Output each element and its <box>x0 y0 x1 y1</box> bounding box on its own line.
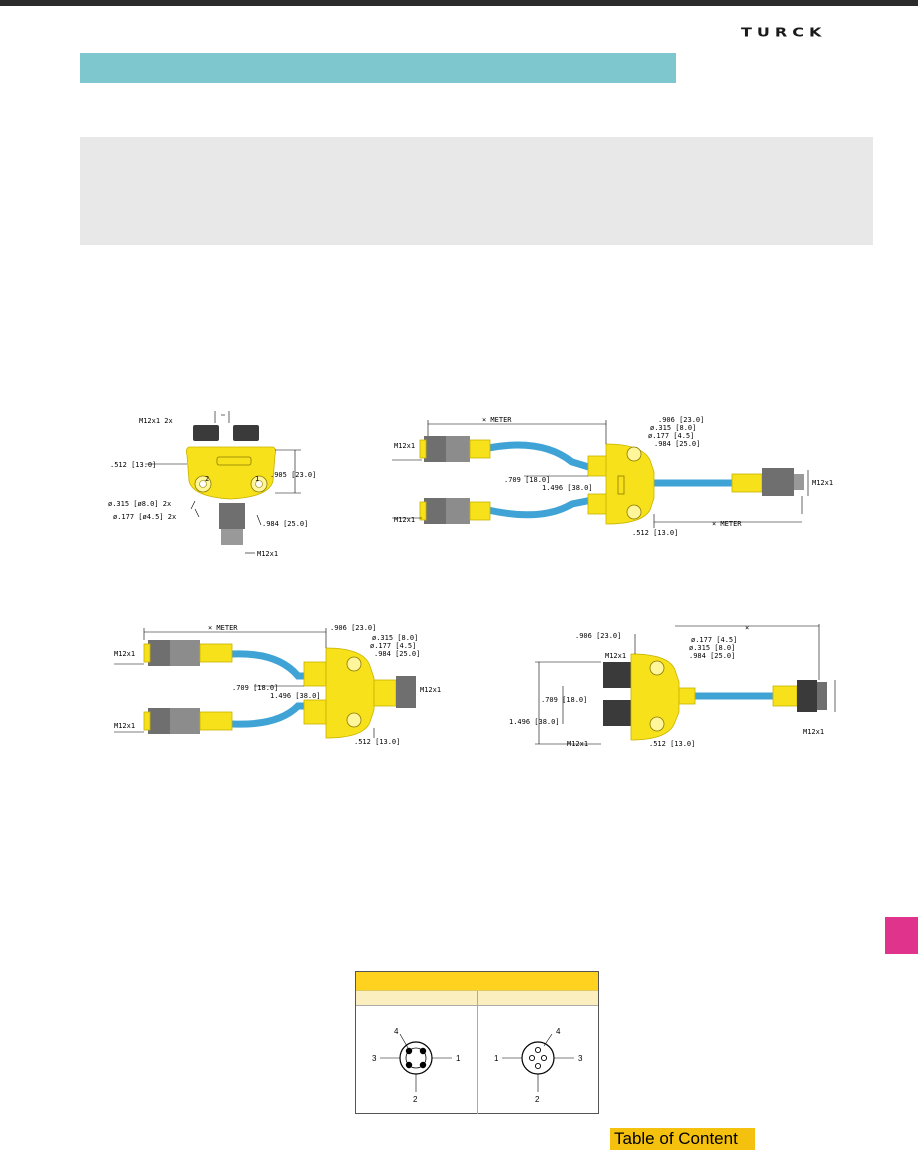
dim-1496: 1.496 [38.0] <box>509 718 560 726</box>
dim-512: .512 [13.0] <box>354 738 400 746</box>
top-bar <box>0 0 918 6</box>
dim-512: .512 [13.0] <box>632 529 678 537</box>
dim-315: ø.315 [8.0] <box>650 424 696 432</box>
dim-1496: 1.496 [38.0] <box>270 692 321 700</box>
dim-177: ø.177 [ø4.5] 2x <box>113 513 176 521</box>
dim-906: .906 [23.0] <box>575 632 621 640</box>
pinout-header <box>356 972 598 990</box>
dim-m12-c: M12x1 <box>420 686 441 694</box>
drawing-splitter-compact: 2 1 M12x1 2x .512 [13.0] .905 [23.0] ø.3… <box>105 405 316 565</box>
dim-905: .905 [23.0] <box>270 471 316 479</box>
dim-906: .906 [23.0] <box>330 624 376 632</box>
dim-m12-b: M12x1 <box>567 740 588 748</box>
dim-m12-a: M12x1 <box>605 652 626 660</box>
dim-315: ø.315 [8.0] <box>372 634 418 642</box>
dim-177: ø.177 [4.5] <box>691 636 737 644</box>
pinout-table: 4 3 1 2 4 1 3 2 <box>355 971 599 1114</box>
drawing-splitter-male-receptacle: × METER M12x1 M12x1 M12x1 .906 [23.0] ø.… <box>108 620 468 755</box>
dim-meter-1: × METER <box>482 416 512 424</box>
splitter-body-2 <box>605 443 655 525</box>
dim-512: .512 [13.0] <box>110 461 156 469</box>
drawing-splitter-female-receptacles: × .906 [23.0] ø.177 [4.5] ø.315 [8.0] .9… <box>505 620 850 755</box>
dim-906: .906 [23.0] <box>658 416 704 424</box>
dim-315: ø.315 [8.0] <box>689 644 735 652</box>
dim-177: ø.177 [4.5] <box>648 432 694 440</box>
cable-upper <box>484 441 596 472</box>
port-2-label: 2 <box>205 475 209 483</box>
dim-315: ø.315 [ø8.0] 2x <box>108 500 171 508</box>
description-panel <box>80 137 873 245</box>
dim-x: × <box>745 624 749 632</box>
male-pinout: 4 3 1 2 <box>356 1006 478 1114</box>
dim-meter-2: × METER <box>712 520 742 528</box>
dim-m12: M12x1 <box>257 550 278 558</box>
dim-1496: 1.496 [38.0] <box>542 484 593 492</box>
pinout-subheader <box>356 990 598 1006</box>
drawing-splitter-cabled-male: × METER × METER M12x1 M12x1 M12x1 .906 [… <box>392 410 842 540</box>
male-pin-3: 3 <box>372 1054 377 1063</box>
female-pinout: 4 1 3 2 <box>478 1006 599 1114</box>
dim-709: .709 [18.0] <box>541 696 587 704</box>
female-pin-4: 4 <box>556 1027 561 1036</box>
dim-984: .984 [25.0] <box>654 440 700 448</box>
turck-logo: TURCK <box>741 24 827 40</box>
section-tab[interactable] <box>885 917 918 954</box>
dim-984: .984 [25.0] <box>374 650 420 658</box>
male-pin-2: 2 <box>413 1095 418 1104</box>
cable-lower <box>484 496 596 519</box>
dim-m12-a: M12x1 <box>394 442 415 450</box>
dim-177: ø.177 [4.5] <box>370 642 416 650</box>
port-knurl-1 <box>233 425 259 441</box>
title-bar <box>80 53 676 83</box>
port-knurl-2 <box>193 425 219 441</box>
dim-984: .984 [25.0] <box>262 520 308 528</box>
dim-m12-a: M12x1 <box>114 650 135 658</box>
dim-709: .709 [18.0] <box>232 684 278 692</box>
splitter-body-3 <box>325 647 375 739</box>
dim-m12-2x: M12x1 2x <box>139 417 173 425</box>
splitter-body-4 <box>630 653 680 741</box>
dim-meter: × METER <box>208 624 238 632</box>
dim-984: .984 [25.0] <box>689 652 735 660</box>
female-pin-3: 3 <box>578 1054 583 1063</box>
dim-709: .709 [18.0] <box>504 476 550 484</box>
dim-512: .512 [13.0] <box>649 740 695 748</box>
female-pin-1: 1 <box>494 1054 499 1063</box>
table-of-content-link[interactable]: Table of Content <box>610 1128 755 1150</box>
dim-m12-c: M12x1 <box>812 479 833 487</box>
dim-m12-b: M12x1 <box>394 516 415 524</box>
male-pin-1: 1 <box>456 1054 461 1063</box>
dim-m12-b: M12x1 <box>114 722 135 730</box>
port-1-label: 1 <box>255 475 259 483</box>
male-pin-4: 4 <box>394 1027 399 1036</box>
female-pin-2: 2 <box>535 1095 540 1104</box>
dim-m12-c: M12x1 <box>803 728 824 736</box>
male-connector-knurl <box>219 503 245 529</box>
